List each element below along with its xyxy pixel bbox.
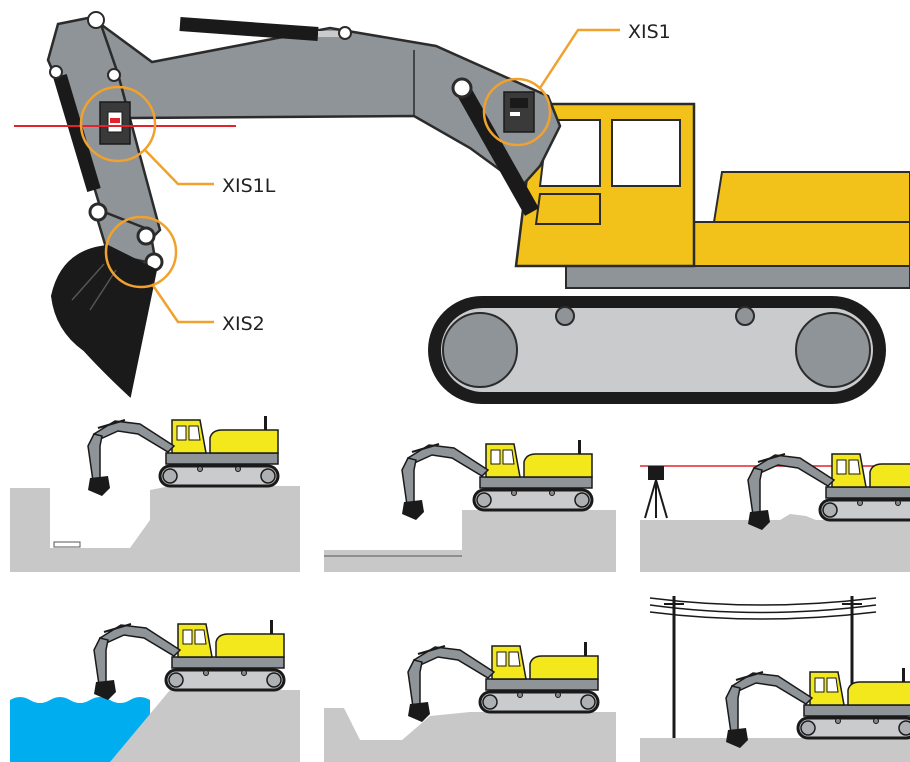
- main-excavator: [46, 11, 910, 404]
- main-track: [428, 296, 886, 404]
- main-boom: [93, 17, 562, 216]
- scenario-laser-reference: [640, 448, 910, 572]
- main-bucket: [50, 244, 158, 398]
- scenario-overhead-power-lines: [640, 596, 910, 762]
- callout-xis1: XIS1: [482, 21, 671, 147]
- sensor-xis1: [503, 91, 535, 133]
- label-xis1l: XIS1L: [222, 175, 276, 197]
- scenario-step-level: [324, 438, 616, 572]
- callout-xis1l: XIS1L: [79, 85, 276, 197]
- scenario-trench-digging: [10, 414, 300, 572]
- label-xis1: XIS1: [628, 21, 671, 43]
- main-body: [565, 171, 910, 289]
- laser-tripod: [644, 466, 668, 519]
- sensor-xis1l: [99, 101, 131, 145]
- scenario-slope-profile: [324, 640, 616, 762]
- scenario-underwater-digging: [10, 618, 300, 762]
- callout-xis2: XIS2: [104, 215, 265, 335]
- label-xis2: XIS2: [222, 313, 265, 335]
